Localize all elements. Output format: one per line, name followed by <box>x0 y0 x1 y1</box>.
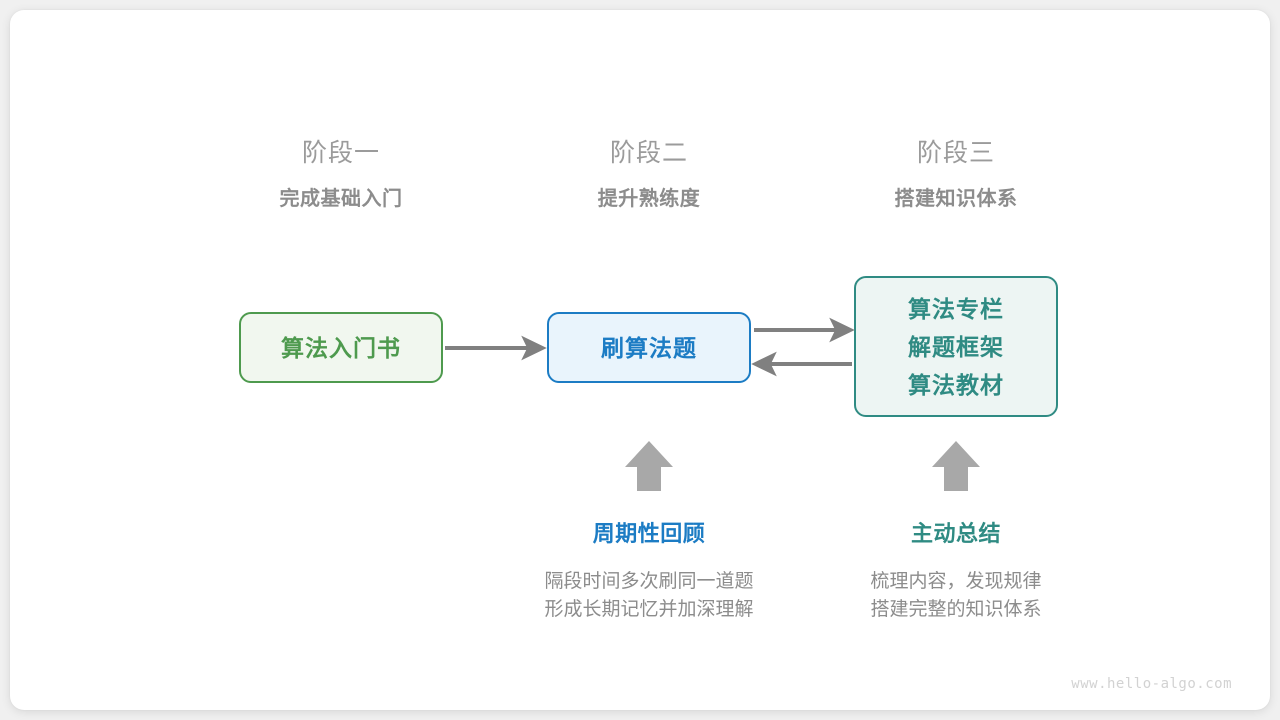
stage-column-2: 阶段二 提升熟练度 <box>519 136 779 214</box>
stage-column-3: 阶段三 搭建知识体系 <box>826 136 1086 214</box>
up-arrow-review-icon <box>625 441 673 491</box>
box-intro-book[interactable]: 算法入门书 <box>239 312 443 383</box>
note-active-summary-title: 主动总结 <box>910 521 1001 546</box>
note-periodic-review: 周期性回顾 隔段时间多次刷同一道题 形成长期记忆并加深理解 <box>499 519 799 624</box>
watermark: www.hello-algo.com <box>1071 676 1232 692</box>
box-practice-problems-label: 刷算法题 <box>601 334 697 361</box>
stage-3-name: 阶段三 <box>916 139 995 167</box>
box-intro-book-label: 算法入门书 <box>281 334 401 361</box>
stage-2-name: 阶段二 <box>609 139 688 167</box>
box-resources-line-2: 解题框架 <box>908 333 1004 360</box>
box-resources[interactable]: 算法专栏 解题框架 算法教材 <box>854 276 1058 417</box>
note-periodic-review-line-1: 隔段时间多次刷同一道题 <box>544 571 754 592</box>
box-resources-line-3: 算法教材 <box>908 371 1004 398</box>
diagram-card: 阶段一 完成基础入门 阶段二 提升熟练度 阶段三 搭建知识体系 算法入门书 刷算… <box>10 10 1270 710</box>
stage-3-desc: 搭建知识体系 <box>894 188 1018 210</box>
stage-2-desc: 提升熟练度 <box>597 188 701 210</box>
note-active-summary-line-1: 梳理内容，发现规律 <box>870 571 1042 592</box>
up-arrow-summary-icon <box>932 441 980 491</box>
note-active-summary-body: 梳理内容，发现规律 搭建完整的知识体系 <box>806 568 1106 624</box>
note-periodic-review-title: 周期性回顾 <box>592 521 706 546</box>
stage-1-desc: 完成基础入门 <box>279 188 403 210</box>
note-active-summary: 主动总结 梳理内容，发现规律 搭建完整的知识体系 <box>806 519 1106 624</box>
box-resources-line-1: 算法专栏 <box>908 295 1004 322</box>
stage-1-name: 阶段一 <box>301 139 380 167</box>
note-periodic-review-body: 隔段时间多次刷同一道题 形成长期记忆并加深理解 <box>499 568 799 624</box>
stage-column-1: 阶段一 完成基础入门 <box>211 136 471 214</box>
note-periodic-review-line-2: 形成长期记忆并加深理解 <box>544 599 754 620</box>
box-practice-problems[interactable]: 刷算法题 <box>547 312 751 383</box>
note-active-summary-line-2: 搭建完整的知识体系 <box>870 599 1042 620</box>
